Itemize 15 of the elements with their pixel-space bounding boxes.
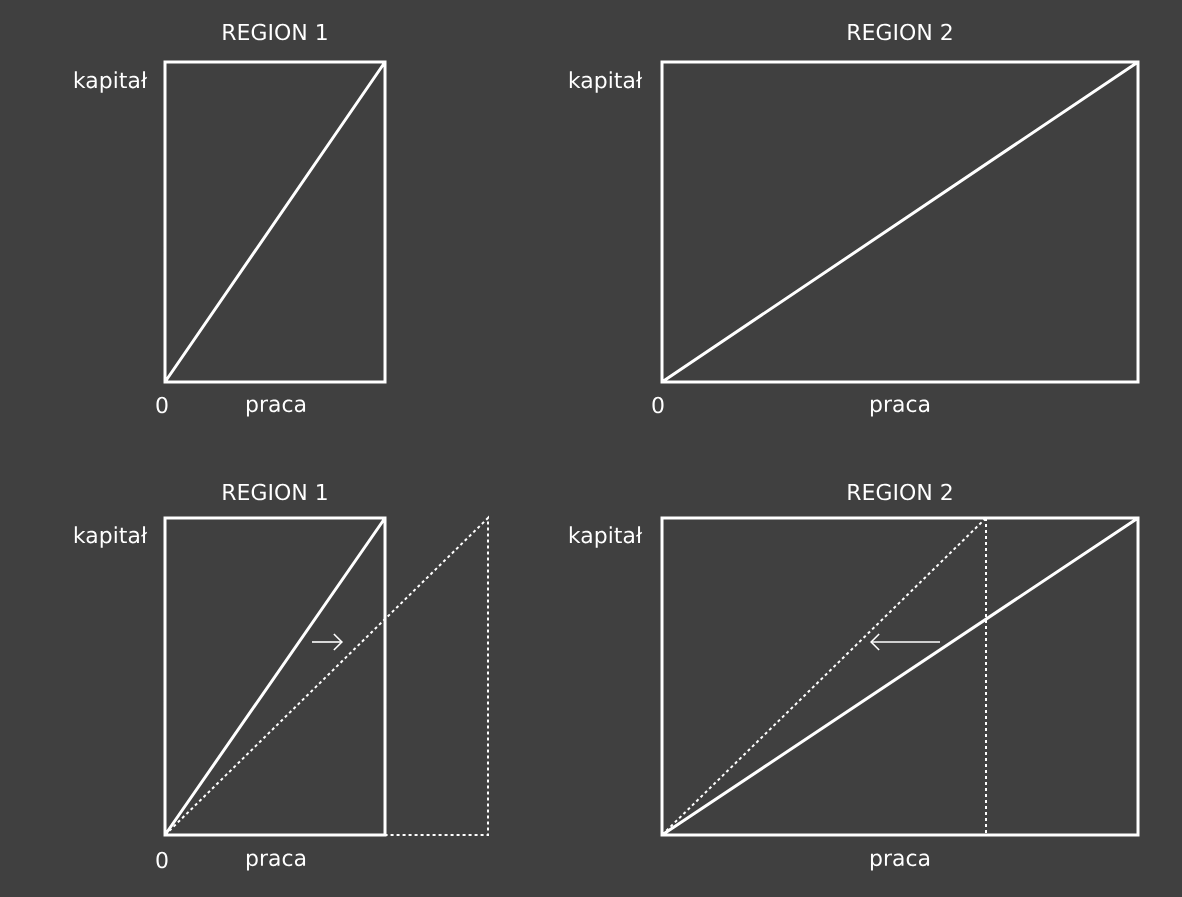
axis-label: 0 — [652, 396, 664, 414]
axis-label: kapitał — [569, 526, 643, 548]
axis-label: REGION 1 — [223, 483, 327, 501]
axis-label: 0 — [156, 396, 168, 414]
axis-label: kapitał — [569, 71, 643, 93]
axis-label: kapitał — [74, 526, 148, 548]
axis-label: kapitał — [74, 71, 148, 93]
axis-label: praca — [871, 399, 930, 417]
axis-label: REGION 2 — [848, 23, 952, 41]
axis-label: praca — [871, 853, 930, 871]
axis-label: praca — [247, 853, 306, 871]
axis-label: praca — [247, 399, 306, 417]
axis-label: 0 — [156, 851, 168, 869]
axis-label: REGION 1 — [223, 23, 327, 41]
axis-label: REGION 2 — [848, 483, 952, 501]
